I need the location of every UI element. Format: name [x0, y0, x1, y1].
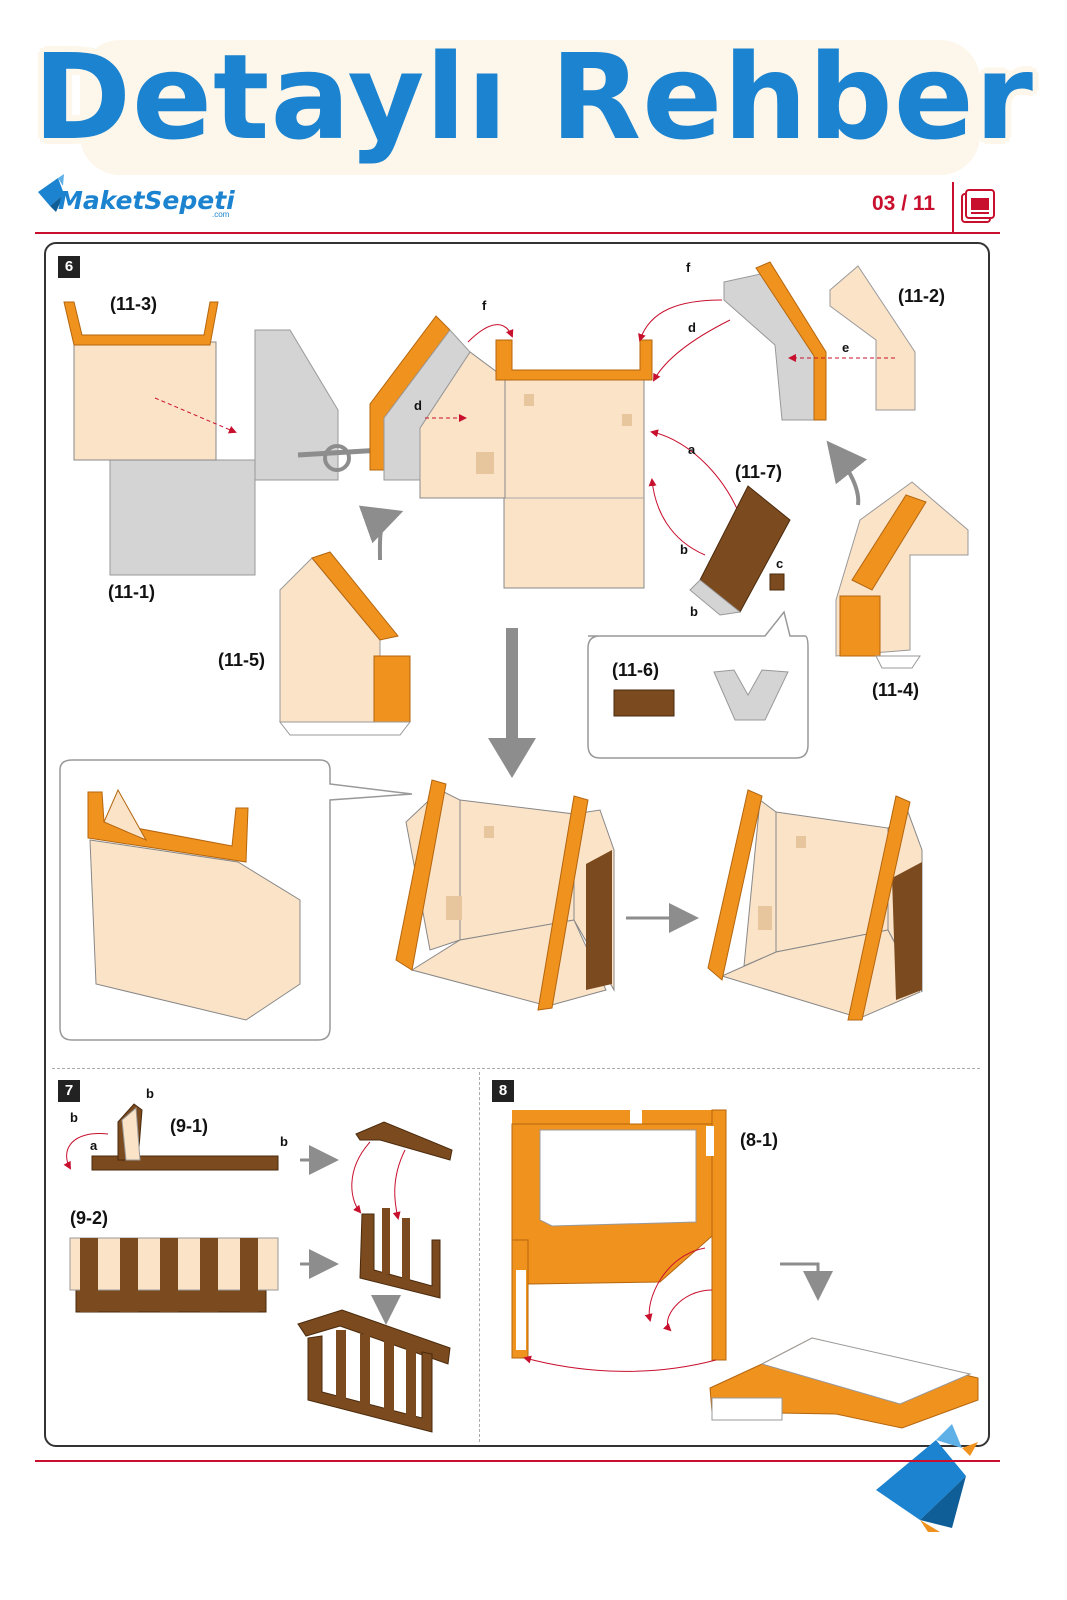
glue-letter-f: f [482, 298, 487, 313]
part-label-9-1: (9-1) [170, 1116, 209, 1136]
glue-letter-e: e [842, 340, 850, 355]
part-11-6 [613, 669, 789, 721]
part-label-11-4: (11-4) [872, 680, 920, 700]
railing-assembled [297, 1309, 451, 1433]
part-label-9-2: (9-2) [70, 1208, 109, 1228]
page-title: Detaylı Rehber [33, 28, 1034, 166]
brand-suffix: .com [212, 210, 230, 219]
glue-letter-c: c [776, 556, 784, 571]
instructions-frame [44, 242, 990, 1447]
header-rule [35, 232, 1000, 234]
part-11-5 [278, 551, 412, 736]
glue-letter-f: f [686, 260, 691, 275]
part-11-4 [835, 481, 969, 669]
house-assembled-2 [707, 789, 923, 1021]
section-divider [52, 1068, 980, 1069]
document-icon[interactable] [960, 188, 996, 224]
title-backdrop [80, 40, 980, 175]
railing-parts [355, 1121, 453, 1299]
part-11-2 [829, 265, 916, 411]
bird-mascot-icon [876, 1424, 978, 1532]
glue-letter-b: b [680, 542, 688, 557]
part-11-7 [689, 485, 791, 616]
footer-rule [35, 1460, 1000, 1462]
part-9-1 [91, 1103, 279, 1171]
glue-letter-d: d [688, 320, 696, 335]
page-indicator: 03 / 11 [872, 192, 936, 215]
house-back-detail [87, 788, 301, 1021]
part-11-3 [63, 301, 237, 461]
bird-logo-icon [38, 174, 64, 212]
house-body-flat [369, 315, 653, 589]
part-label-11-2: (11-2) [898, 286, 946, 306]
part-label-11-3: (11-3) [110, 294, 158, 314]
part-label-11-5: (11-5) [218, 650, 266, 670]
glue-letter-a: a [688, 442, 696, 457]
part-11-2-assembled [723, 261, 895, 421]
part-9-2 [69, 1237, 279, 1313]
inset-bubble-11-6 [587, 610, 809, 759]
glue-letter-b: b [70, 1110, 78, 1125]
house-assembled-1 [395, 779, 615, 1011]
glue-letter-d: d [414, 398, 422, 413]
glue-letter-b: b [146, 1086, 154, 1101]
glue-letter-b: b [690, 604, 698, 619]
part-8-1 [511, 1109, 727, 1361]
part-label-11-6: (11-6) [612, 660, 660, 680]
glue-letter-a: a [90, 1138, 98, 1153]
step-number-8: 8 [492, 1080, 514, 1102]
brand-name: MaketSepeti [58, 186, 235, 215]
part-label-8-1: (8-1) [740, 1130, 779, 1150]
step-number-7: 7 [58, 1080, 80, 1102]
part-label-11-1: (11-1) [108, 582, 156, 602]
glue-letter-b: b [280, 1134, 288, 1149]
part-11-1 [109, 329, 339, 576]
part-label-11-7: (11-7) [735, 462, 783, 482]
step-number-6: 6 [58, 256, 80, 278]
floor-assembled [709, 1337, 979, 1429]
header-divider [952, 182, 954, 232]
section-divider-vertical [479, 1072, 480, 1442]
